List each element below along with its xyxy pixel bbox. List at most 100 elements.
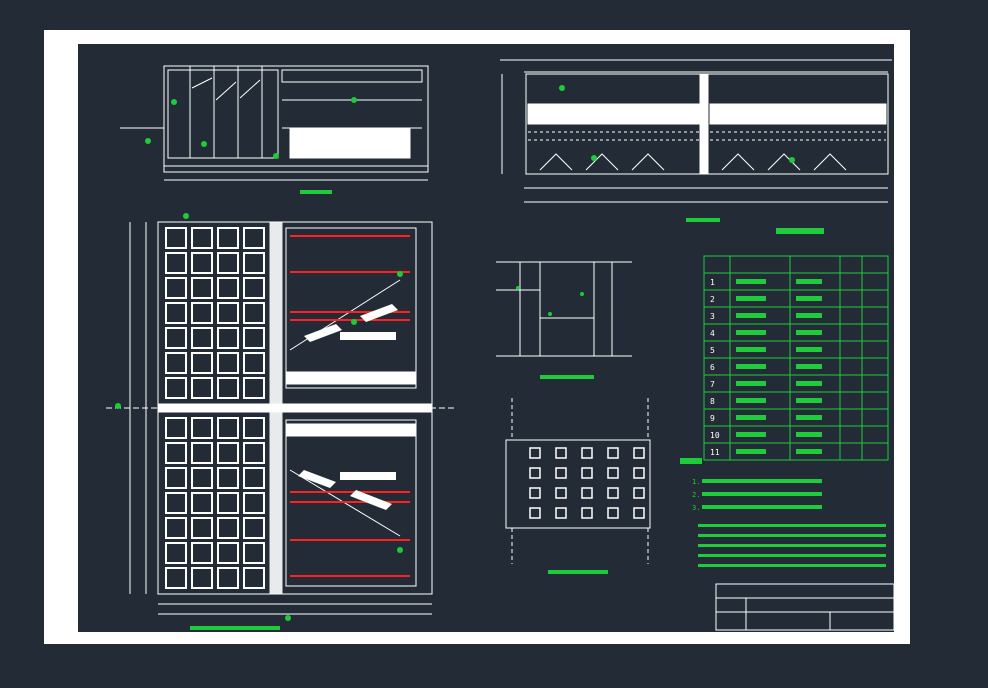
filter-cell [243, 252, 265, 274]
left-filter-cells [167, 69, 279, 159]
plate-hole [581, 487, 593, 499]
filter-cell [165, 442, 187, 464]
marker [273, 153, 279, 159]
note-text [702, 505, 822, 509]
plate-hole [555, 487, 567, 499]
section-view-top-left [120, 65, 429, 181]
filter-cell [191, 417, 213, 439]
table-cell-name [736, 313, 766, 318]
filter-cell [243, 227, 265, 249]
plate-hole [529, 507, 541, 519]
collector-upper [285, 371, 417, 385]
plate-hole [555, 507, 567, 519]
hatched-block [350, 490, 392, 510]
plate-hole [581, 507, 593, 519]
marker [397, 547, 403, 553]
filter-cell [243, 467, 265, 489]
marker [201, 141, 207, 147]
table-row-number: 1 [710, 278, 715, 287]
filter-cell [165, 252, 187, 274]
detail-caption [540, 375, 594, 379]
plate-hole [529, 467, 541, 479]
filter-grid-upper [165, 227, 265, 399]
table-row-number: 4 [710, 329, 715, 338]
plate-holes [529, 447, 645, 519]
table-row [703, 442, 889, 461]
filter-cell [165, 417, 187, 439]
plate-hole [529, 447, 541, 459]
filter-cell [191, 352, 213, 374]
note-number: 2. [692, 491, 700, 499]
filter-cell [217, 467, 239, 489]
filter-cell [165, 542, 187, 564]
filter-cell [217, 227, 239, 249]
marker [351, 97, 357, 103]
pipe-block [360, 304, 398, 322]
perforated-plate-detail [505, 398, 651, 564]
plate-hole [607, 467, 619, 479]
table-cell-spec [796, 330, 822, 335]
table-row-number: 10 [710, 431, 720, 440]
filter-cell [165, 517, 187, 539]
table-row-number: 11 [710, 448, 720, 457]
filter-cell [243, 442, 265, 464]
filter-cell [191, 277, 213, 299]
filter-cell [165, 467, 187, 489]
filter-cell [217, 517, 239, 539]
marker [351, 319, 357, 325]
filter-cell [217, 542, 239, 564]
table-header-row [703, 255, 889, 274]
collector-lower [285, 423, 417, 437]
filter-cell [165, 277, 187, 299]
plate-hole [633, 447, 645, 459]
filter-cell [165, 492, 187, 514]
note-number: 3. [692, 504, 700, 512]
table-cell-name [736, 432, 766, 437]
filter-cell [243, 517, 265, 539]
marker [516, 286, 520, 290]
table-row-number: 3 [710, 312, 715, 321]
title-block [715, 583, 895, 631]
filter-cell [243, 542, 265, 564]
filter-cell [165, 327, 187, 349]
filter-cell [243, 377, 265, 399]
table-cell-name [736, 279, 766, 284]
filter-cell [217, 352, 239, 374]
marker [145, 138, 151, 144]
marker [183, 213, 189, 219]
filter-cell [191, 542, 213, 564]
filter-cell [165, 352, 187, 374]
elevation-caption [686, 218, 720, 222]
plate-hole [529, 487, 541, 499]
table-cell-name [736, 347, 766, 352]
note-text [698, 554, 886, 557]
marker [591, 155, 597, 161]
plate-hole [581, 447, 593, 459]
filter-grid-lower [165, 417, 265, 589]
note-text [702, 479, 822, 483]
filter-cell [191, 492, 213, 514]
table-cell-spec [796, 364, 822, 369]
plate-hole [581, 467, 593, 479]
plate-hole [633, 487, 645, 499]
section-caption [300, 190, 332, 194]
section-outline [163, 65, 429, 173]
plate-hole [633, 467, 645, 479]
table-cell-name [736, 415, 766, 420]
filter-cell [217, 302, 239, 324]
plate-band-right [709, 103, 887, 125]
table-cell-spec [796, 347, 822, 352]
hatched-block [298, 470, 336, 488]
table-cell-spec [796, 296, 822, 301]
filter-cell [191, 327, 213, 349]
filter-cell [217, 252, 239, 274]
filter-cell [191, 517, 213, 539]
design-notes: 1.2.3. [680, 458, 886, 567]
marker [285, 615, 291, 621]
section-markers-top-left [145, 97, 357, 194]
table-cell-spec [796, 398, 822, 403]
plate-caption [548, 570, 608, 574]
filter-cell [165, 227, 187, 249]
note-text [698, 544, 886, 547]
